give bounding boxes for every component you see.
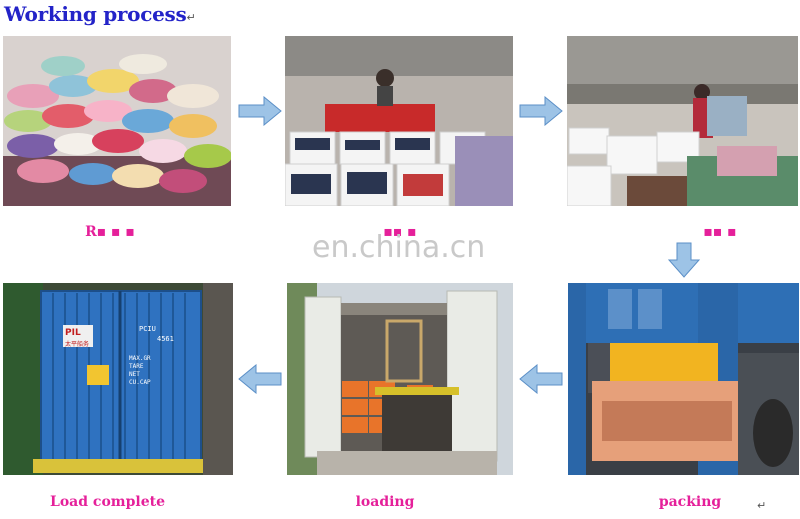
- arrow-right-icon: [519, 96, 563, 126]
- photo-packing: [568, 283, 799, 475]
- arrow-left-icon: [519, 364, 563, 394]
- photo-fine-sorting: [567, 36, 798, 206]
- photo-sorting: [285, 36, 513, 206]
- caption-load-complete: Load complete: [50, 494, 165, 510]
- photo-load-complete: PIL 太平船务 PCIU 4561 MAX.GR TARE NET CU.CA…: [3, 283, 233, 475]
- caption-packing: packing: [658, 494, 722, 510]
- container-spec-4: CU.CAP: [129, 379, 151, 386]
- arrow-down-icon: [668, 242, 700, 278]
- caption-step3: ▪▪ ▪: [703, 224, 737, 240]
- container-code-1: PCIU: [139, 325, 156, 333]
- container-spec-1: MAX.GR: [129, 355, 151, 362]
- container-spec-3: NET: [129, 371, 140, 378]
- arrow-right-icon: [238, 96, 282, 126]
- photo-loading: [287, 283, 513, 475]
- page-title: Working process↵: [4, 2, 196, 26]
- container-brand: PIL: [65, 328, 81, 338]
- container-spec-2: TARE: [129, 363, 144, 370]
- caption-loading: loading: [355, 494, 415, 510]
- return-mark: ↵: [186, 11, 196, 24]
- return-mark: ↵: [757, 499, 767, 512]
- caption-step2: ▪▪ ▪: [383, 224, 417, 240]
- container-code-2: 4561: [157, 335, 174, 343]
- arrow-left-icon: [238, 364, 282, 394]
- watermark: en.china.cn: [312, 230, 486, 265]
- photo-raw-material: [3, 36, 231, 206]
- caption-step1: R▪ ▪ ▪: [85, 224, 135, 240]
- container-brand-sub: 太平船务: [65, 341, 90, 348]
